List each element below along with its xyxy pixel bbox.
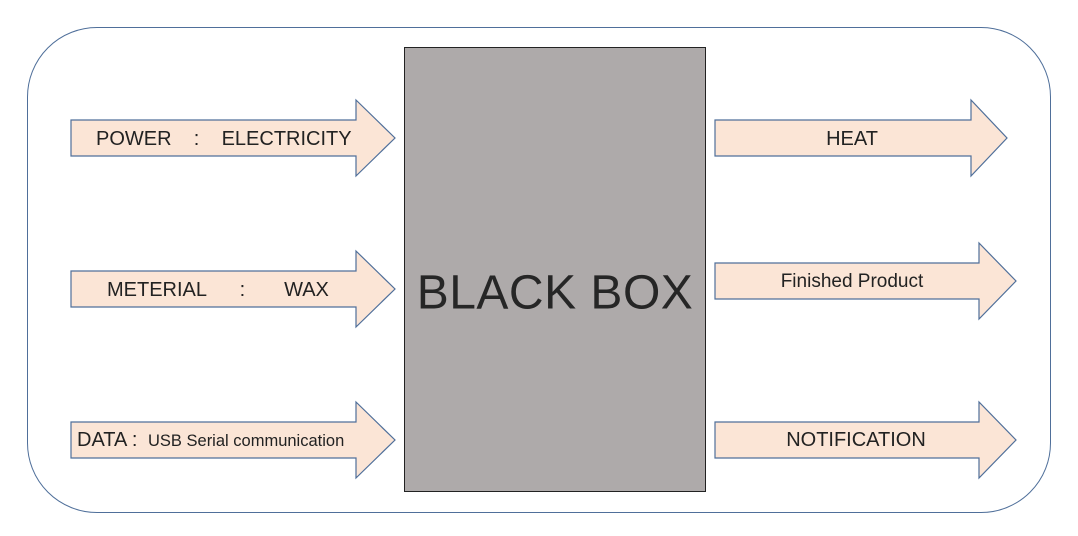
input-arrow-power: POWER : ELECTRICITY (70, 98, 396, 178)
arrow-shape (714, 241, 1017, 321)
output-arrow-heat: HEAT (714, 98, 1008, 178)
arrow-shape (70, 98, 396, 178)
input-label-data: DATA : (77, 429, 143, 451)
input-label-power: POWER : ELECTRICITY (96, 128, 352, 150)
arrow-shape (714, 98, 1008, 178)
arrow-shape (70, 249, 396, 329)
input-arrow-data: DATA : USB Serial communication (70, 400, 396, 480)
input-label-material: METERIAL : WAX (107, 279, 329, 301)
black-box-label: BLACK BOX (416, 266, 694, 320)
input-label-data-detail: USB Serial communication (148, 432, 345, 450)
arrow-shape (70, 400, 396, 480)
input-arrow-material: METERIAL : WAX (70, 249, 396, 329)
diagram-frame (27, 27, 1051, 513)
black-box: BLACK BOX (404, 47, 706, 492)
output-label-notification: NOTIFICATION (786, 429, 926, 451)
output-label-finished-product: Finished Product (780, 271, 924, 292)
output-arrow-finished-product: Finished Product (714, 241, 1017, 321)
output-arrow-notification: NOTIFICATION (714, 400, 1017, 480)
output-label-heat: HEAT (826, 128, 878, 150)
arrow-shape (714, 400, 1017, 480)
